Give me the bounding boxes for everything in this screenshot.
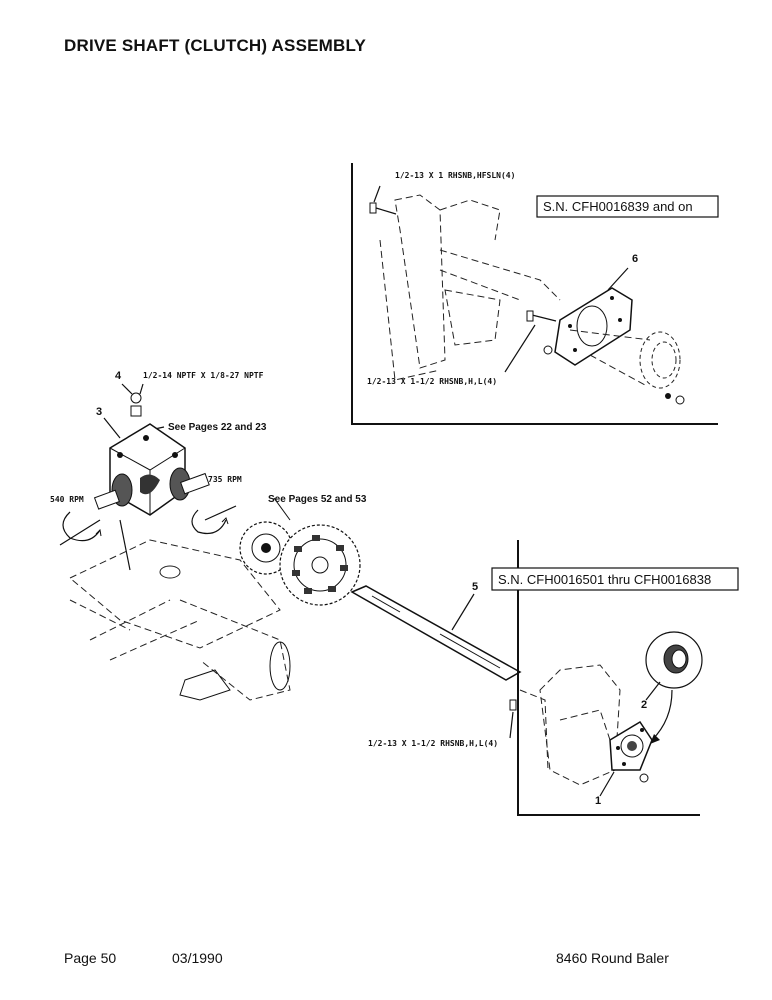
sn-lower-label: S.N. CFH0016501 thru CFH0016838 <box>498 572 711 587</box>
bolt-mid-icon <box>504 310 557 373</box>
fitting-icon <box>121 383 144 417</box>
bearing-2 <box>645 631 703 689</box>
item-number-5: 5 <box>472 581 478 593</box>
frame-bracket-lower <box>519 664 621 786</box>
gearbox-3 <box>93 423 210 516</box>
bolt-low-icon <box>509 699 517 739</box>
frame-lower-left <box>69 519 291 701</box>
see-pages-22-23: See Pages 22 and 23 <box>168 422 267 433</box>
lower-inset-frame <box>517 540 700 816</box>
bolt-mid-label: 1/2-13 X 1-1/2 RHSNB,H,L(4) <box>367 377 497 386</box>
gearbox-group: 4 1/2-14 NPTF X 1/8-27 NPTF 3 See Pages … <box>50 370 367 546</box>
bolt-top-icon <box>369 185 397 215</box>
page-title: DRIVE SHAFT (CLUTCH) ASSEMBLY <box>64 36 367 55</box>
upper-inset: S.N. CFH0016839 and on 1/2-13 X 1 RHSNB,… <box>351 163 719 425</box>
sn-upper-label: S.N. CFH0016839 and on <box>543 199 693 214</box>
arrow-head-icon <box>650 734 660 744</box>
mount-plate-6 <box>554 287 633 366</box>
item-number-6: 6 <box>632 253 638 265</box>
bolt-low-label: 1/2-13 X 1-1/2 RHSNB,H,L(4) <box>368 739 498 748</box>
item-number-2: 2 <box>641 699 647 711</box>
rotation-arrow-icon <box>191 505 237 535</box>
washer-icon <box>665 393 671 399</box>
sn-upper-box <box>536 195 719 218</box>
item-number-4: 4 <box>115 370 122 382</box>
item-number-3: 3 <box>96 406 102 418</box>
arrow-icon <box>651 689 673 741</box>
see-pages-52-53: See Pages 52 and 53 <box>268 494 367 505</box>
nut-icon <box>639 773 649 783</box>
footer-date: 03/1990 <box>172 950 223 966</box>
flange-1 <box>609 720 653 771</box>
rotation-arrow-icon <box>59 511 102 546</box>
drive-shaft-5 <box>350 585 522 681</box>
lower-inset: S.N. CFH0016501 thru CFH0016838 1/2-13 X… <box>368 540 739 816</box>
footer-page: Page 50 <box>64 950 117 966</box>
footer-model: 8460 Round Baler <box>556 950 669 966</box>
frame-bracket-upper <box>379 194 561 381</box>
rpm-735-label: 735 RPM <box>208 475 242 484</box>
fitting-label: 1/2-14 NPTF X 1/8-27 NPTF <box>143 371 264 380</box>
nut-icon <box>675 395 685 405</box>
item-number-1: 1 <box>595 795 601 807</box>
nut-icon <box>543 345 553 355</box>
upper-inset-frame <box>351 163 718 425</box>
bolt-top-label: 1/2-13 X 1 RHSNB,HFSLN(4) <box>395 171 515 180</box>
rpm-540-label: 540 RPM <box>50 495 84 504</box>
sprocket-large <box>279 524 361 606</box>
bearing-flange-upper <box>569 329 681 389</box>
sn-lower-box <box>491 567 739 591</box>
